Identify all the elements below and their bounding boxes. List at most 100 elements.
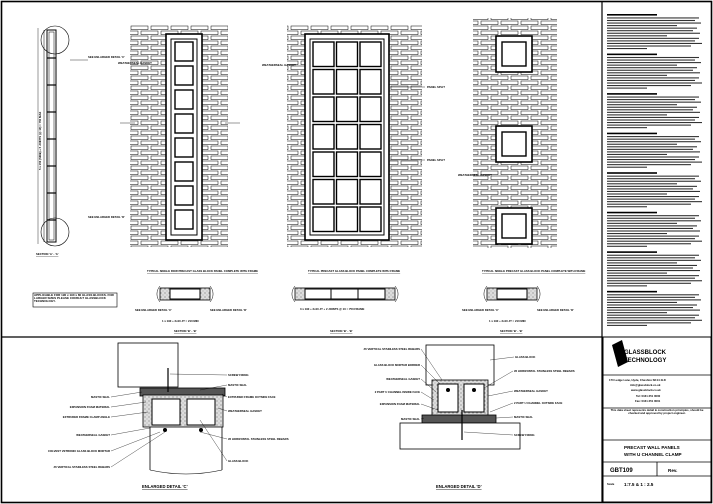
detail-c-title: ENLARGED DETAIL 'C' (142, 484, 188, 489)
dim-1: 1 x 190 + 2x10 JT = 210 MIN (162, 319, 199, 323)
see-detail-d-b3: SEE ENLARGED DETAIL 'D' (537, 308, 574, 312)
note-line (607, 122, 702, 124)
note-line (607, 217, 695, 219)
note-line (607, 304, 697, 306)
callout-label: #6 VERTICAL STAINLESS STEEL REBARS (54, 465, 111, 469)
glass-block (359, 68, 382, 95)
note-line (607, 262, 677, 264)
note-line (607, 233, 667, 235)
glass-block (335, 41, 359, 68)
note-line (607, 53, 657, 56)
callout-label: EXPANSION FOAM MATERIAL (70, 405, 111, 409)
note-line (607, 206, 647, 208)
note-line (607, 301, 677, 303)
glass-block (312, 206, 335, 233)
glass-block (312, 41, 335, 68)
note-line (607, 257, 695, 259)
leader-line (420, 378, 437, 393)
glass-block (312, 96, 335, 123)
note-line (607, 127, 647, 129)
note-line (607, 324, 647, 326)
scale-value: 1:7.5 & 1 : 2.5 (624, 482, 654, 487)
note-line (607, 243, 691, 245)
panel-1-title: TYPICAL SINGLE ROW PRECAST GLASS BLOCK P… (147, 269, 258, 273)
note-line (607, 30, 693, 32)
note-line (607, 203, 691, 205)
section-a-a-title: SECTION 'A' - 'A' (36, 252, 59, 256)
note-line (607, 74, 667, 76)
note-line (607, 148, 693, 150)
leader-line (110, 411, 149, 418)
panel-split-label-2: PANEL SPLIT (427, 158, 445, 162)
note-line (607, 183, 677, 185)
leader-line (221, 393, 228, 398)
note-line (607, 67, 697, 69)
leader-line (110, 391, 143, 398)
note-line (607, 72, 700, 74)
notes-column (607, 14, 702, 326)
note-line (607, 48, 647, 50)
note-line (607, 178, 695, 180)
note-line (607, 307, 693, 309)
glass-block (359, 206, 382, 233)
weathereal-gasket-label-3: WEATHERSEAL GASKET (458, 173, 492, 177)
note-line (607, 99, 695, 101)
note-line (607, 238, 695, 240)
note-line (607, 272, 667, 274)
note-line (607, 190, 700, 192)
note-line (607, 153, 667, 155)
section-b-b-title-2: SECTION 'B' - 'B' (330, 329, 353, 333)
note-box: APPLICABLE FOR 190 x 190 x 80 GLASS BLOC… (32, 292, 118, 308)
callout-label: WEATHERSEAL GASKET (76, 433, 110, 437)
company-email: info@glassblock.co.uk (630, 383, 661, 387)
note-line (607, 225, 697, 227)
note-line (607, 56, 699, 59)
leader-line (199, 431, 228, 440)
note-line (607, 317, 695, 319)
note-line (607, 319, 702, 321)
see-detail-c-label: SEE ENLARGED DETAIL 'C' (88, 55, 125, 59)
leader-line (199, 384, 228, 391)
note-line (607, 270, 700, 272)
glass-block (335, 178, 359, 205)
leader-line (489, 356, 515, 361)
note-line (607, 79, 695, 81)
drawing-title-line-2: WITH U CHANNEL CLAMP (624, 452, 682, 457)
leader-line (420, 403, 439, 411)
note-line (607, 254, 699, 256)
dim-3: 1 x 190 + 2x10 JT = 210 MIN (489, 319, 526, 323)
note-line (607, 151, 700, 153)
callout-label: MASTIC SEAL (401, 417, 420, 421)
note-line (607, 111, 700, 113)
callout-label: MASTIC SEAL (514, 415, 533, 419)
note-line (607, 215, 699, 217)
note-line (607, 201, 702, 203)
note-line (607, 114, 667, 116)
detail-c: MASTIC SEAL EXPANSION FOAM MATERIAL EXTRUD… (48, 342, 289, 489)
callout-label: EXPANSION FOAM MATERIAL (380, 402, 421, 406)
callout-label: GLASS BLOCK MORTAR BORDER (374, 363, 420, 367)
svg-text:GLASSBLOCK: GLASSBLOCK (624, 350, 667, 356)
leader-line (420, 364, 441, 385)
glass-block (335, 123, 359, 150)
dim-2: 3 x 190 + 2x10 JT + 2 JOINTS @ 10 = 750 … (300, 307, 365, 311)
note-line (607, 159, 695, 161)
note-line (607, 251, 657, 253)
see-detail-d-label: SEE ENLARGED DETAIL 'D' (88, 215, 125, 219)
note-line (607, 156, 699, 158)
note-line (607, 161, 702, 163)
leader-line (110, 431, 161, 452)
note-line (607, 240, 702, 242)
callout-label: MASTIC SEAL (91, 395, 110, 399)
leader-line (495, 416, 514, 419)
callout-label: 2 PART U CHANNEL INSIDE FACE (375, 390, 420, 394)
glass-block (359, 123, 382, 150)
note-line (607, 198, 695, 200)
note-line (607, 309, 700, 311)
panel-3: WEATHERSEAL GASKET TYPICAL SINGLE PRECAS… (458, 18, 585, 273)
note-line (607, 35, 667, 37)
note-line (607, 296, 695, 298)
svg-text:TECHNOLOGY: TECHNOLOGY (624, 358, 666, 364)
callout-label: EXTRUDED FRAME CLAMP ANGLE (63, 415, 110, 419)
